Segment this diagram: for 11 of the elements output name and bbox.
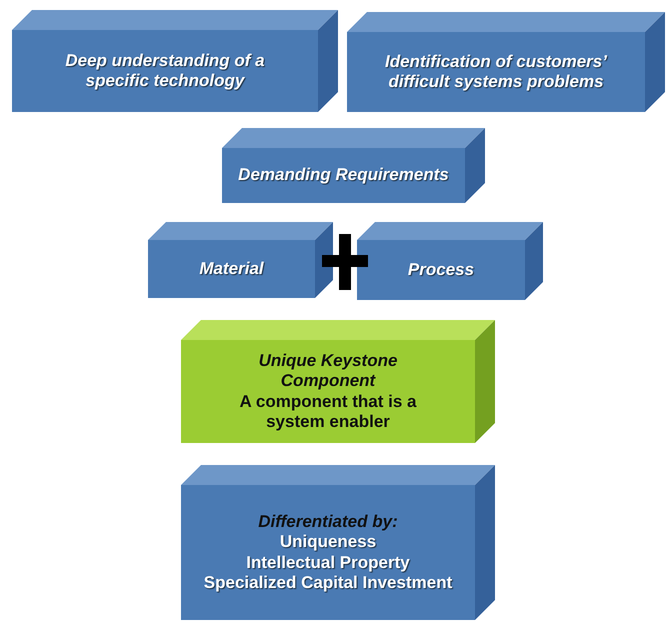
- box-text: Specialized Capital Investment: [202, 572, 454, 594]
- box-text: Deep understanding of a specific technology: [64, 50, 266, 92]
- box-text: Demanding Requirements: [237, 165, 450, 186]
- box-text: A component that is a system enabler: [238, 392, 418, 432]
- box-text: Identification of customers’ difficult systems problems: [384, 52, 608, 92]
- box-heading: Differentiated by:: [257, 512, 399, 532]
- box-heading: Unique Keystone Component: [258, 350, 398, 392]
- box-text: Uniqueness: [278, 532, 378, 552]
- box-text: Process: [406, 260, 476, 280]
- box-text: Intellectual Property: [245, 552, 411, 573]
- box-text: Material: [198, 258, 265, 280]
